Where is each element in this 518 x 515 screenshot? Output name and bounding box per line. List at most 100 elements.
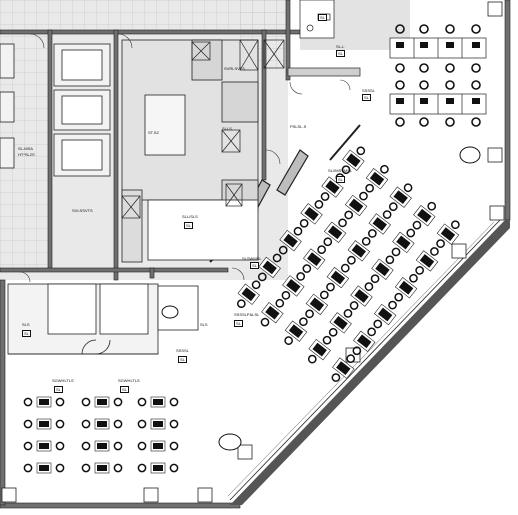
round-tables	[161, 146, 481, 451]
monitor	[375, 262, 390, 277]
chair	[296, 272, 306, 281]
tag-mid1: SL	[336, 176, 345, 183]
chair	[55, 463, 65, 473]
chair	[299, 317, 308, 327]
desk-cluster-bottom-left	[23, 396, 179, 474]
wc-block	[7, 283, 199, 355]
monitor	[351, 243, 367, 258]
monitor	[348, 198, 364, 213]
tag-lobby: SL	[178, 356, 187, 363]
label-lobby: SSSSL	[176, 348, 189, 353]
monitor	[336, 361, 351, 375]
monitor	[39, 443, 49, 449]
label-server-top: SVLSSVTS	[72, 208, 93, 213]
chair	[370, 274, 380, 284]
label-corridor-a: SSSSLP&LSL	[234, 312, 260, 317]
desk-cluster-top	[389, 24, 487, 127]
chair	[23, 397, 33, 407]
chair	[373, 319, 383, 329]
monitor	[309, 297, 325, 312]
chair	[302, 264, 312, 273]
chair	[23, 463, 33, 473]
monitor	[97, 465, 107, 471]
chair	[322, 335, 332, 345]
chair	[293, 226, 303, 236]
desk-cluster-diagonal	[236, 146, 460, 382]
chair	[81, 463, 91, 473]
chair	[347, 255, 356, 265]
monitor	[419, 254, 435, 268]
chair	[367, 327, 376, 337]
tag-wc2: SL	[120, 386, 129, 393]
chair	[55, 419, 65, 429]
chair	[319, 290, 329, 300]
chair	[275, 298, 285, 308]
label-rack-room: ST.SZ	[148, 130, 159, 135]
chair	[305, 309, 314, 319]
monitor	[354, 289, 369, 303]
label-print: SLS	[200, 322, 208, 327]
chair	[169, 441, 179, 451]
chair	[169, 463, 179, 473]
chair	[23, 441, 33, 451]
chair	[388, 300, 397, 310]
chair	[137, 463, 147, 473]
monitor	[417, 208, 432, 223]
chair	[81, 441, 91, 451]
monitor	[97, 421, 107, 427]
monitor	[153, 421, 163, 427]
chair	[349, 301, 359, 310]
chair	[359, 191, 368, 201]
structural-columns	[1, 1, 505, 503]
monitor	[97, 399, 107, 405]
monitor	[398, 280, 414, 295]
chair	[430, 247, 439, 256]
tag-office: SL	[336, 50, 345, 57]
tag-core: SL	[184, 222, 193, 229]
label-office-top: SL-L	[336, 44, 345, 49]
chair	[403, 183, 413, 193]
monitor	[307, 252, 322, 266]
chair	[137, 397, 147, 407]
chair	[412, 220, 422, 230]
chair	[365, 183, 375, 193]
walls	[0, 0, 511, 509]
chair	[257, 272, 267, 282]
chair	[394, 292, 404, 302]
tag-pr: SL	[234, 320, 243, 327]
chair	[361, 236, 371, 246]
monitor	[241, 287, 256, 302]
chair	[427, 201, 437, 211]
chair	[323, 237, 333, 247]
chair	[388, 202, 398, 212]
chair	[406, 228, 416, 238]
chair	[278, 245, 288, 255]
chair	[382, 210, 392, 219]
monitor	[265, 305, 280, 320]
chair	[356, 146, 366, 156]
monitor	[39, 421, 49, 427]
chair	[251, 280, 261, 290]
monitor	[396, 235, 411, 250]
chair	[364, 282, 374, 291]
monitor	[333, 316, 348, 330]
monitor	[153, 443, 163, 449]
chair	[113, 441, 123, 451]
chair	[385, 255, 395, 265]
monitor	[288, 324, 304, 339]
chair	[137, 441, 147, 451]
chair	[137, 419, 147, 429]
label-pantry: PSLSL.S	[290, 124, 307, 129]
chair	[284, 336, 293, 345]
chair	[317, 245, 326, 255]
chair	[450, 220, 460, 230]
monitor	[327, 225, 343, 240]
monitor	[369, 171, 385, 186]
label-open-mid2: SLSWMSL	[242, 256, 262, 261]
tag-wc1: SL	[54, 386, 63, 393]
cabinets	[121, 39, 285, 219]
monitor	[153, 465, 163, 471]
label-wc-left: SGWHLTLS	[52, 378, 74, 383]
label-lab-a2: HT*SL2S	[18, 152, 35, 157]
label-service: SVRLSVTS	[224, 66, 245, 71]
